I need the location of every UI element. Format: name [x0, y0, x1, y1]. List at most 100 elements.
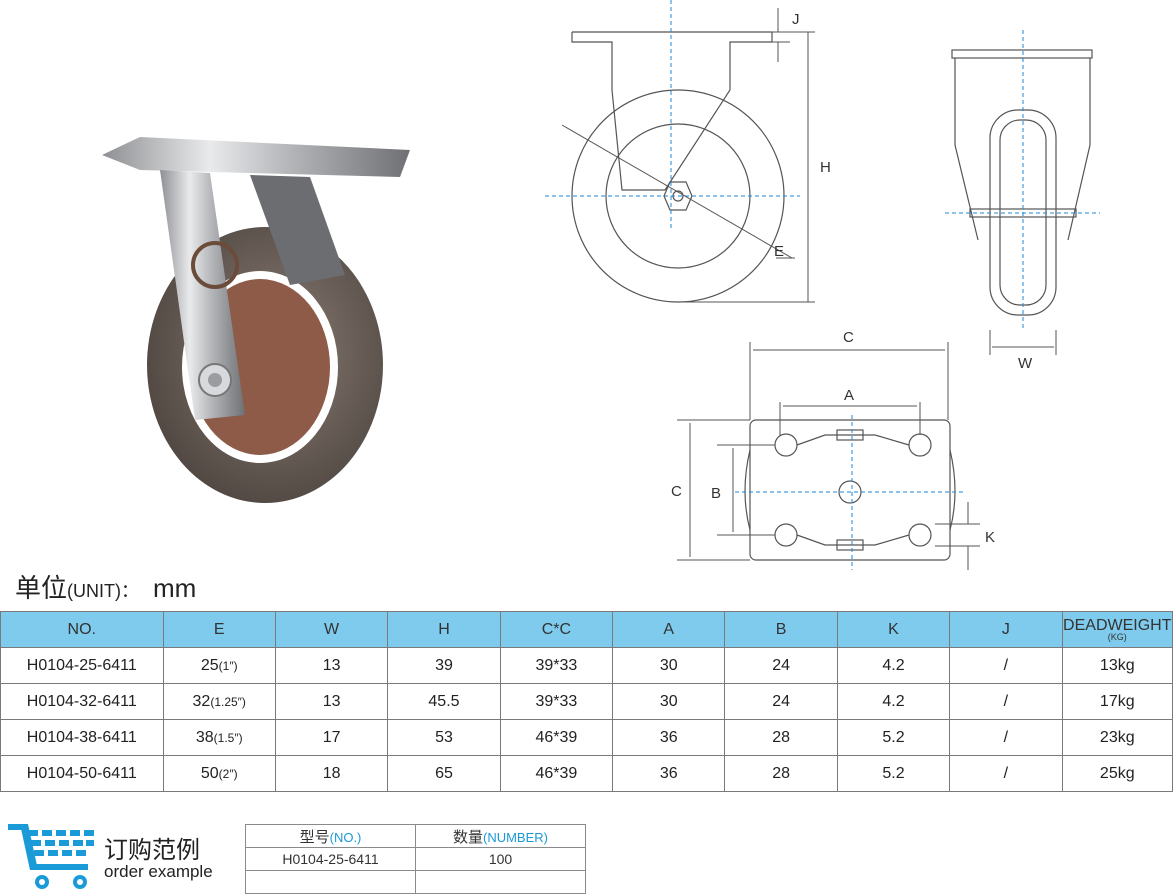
dim-label-h: H — [820, 159, 831, 176]
order-header-no: 型号(NO.) — [245, 824, 416, 848]
cell-e-inch: (1″) — [218, 658, 238, 673]
table-row: H0104-25-6411 100 — [245, 847, 586, 871]
cell-deadweight: 13kg — [1061, 647, 1174, 684]
dim-label-a: A — [844, 387, 854, 404]
cell-b: 24 — [724, 647, 838, 684]
cell-e-mm: 38 — [195, 728, 214, 746]
cell-j: / — [949, 683, 1063, 720]
cell-j: / — [949, 719, 1063, 756]
cell-h: 53 — [387, 719, 501, 756]
side-view-drawing: W — [945, 30, 1100, 372]
spec-table: NO. E W H C*C A B K J DEADWEIGHT(KG) H01… — [0, 611, 1174, 792]
header-no: NO. — [0, 611, 164, 648]
cell-k: 4.2 — [836, 683, 951, 720]
dim-label-c-top: C — [843, 329, 854, 346]
cell-b: 24 — [724, 683, 838, 720]
cell-e: 32(1.25″) — [162, 683, 276, 720]
order-cell-no: H0104-25-6411 — [245, 847, 416, 871]
cell-j: / — [949, 647, 1063, 684]
header-e: E — [162, 611, 276, 648]
unit-label-en: (UNIT)： — [67, 581, 139, 601]
header-a: A — [612, 611, 726, 648]
table-row: H0104-25-6411 25(1″) 13 39 39*33 30 24 4… — [0, 647, 1174, 684]
front-view-drawing: J H E — [545, 0, 831, 303]
order-cell-empty — [415, 870, 586, 894]
order-header-no-en: (NO.) — [329, 829, 362, 845]
header-h: H — [387, 611, 501, 648]
dim-label-w: W — [1018, 355, 1033, 372]
cell-deadweight: 17kg — [1061, 683, 1174, 720]
order-header-number: 数量(NUMBER) — [415, 824, 586, 848]
cell-e-mm: 50 — [200, 764, 219, 782]
table-row: H0104-38-6411 38(1.5″) 17 53 46*39 36 28… — [0, 719, 1174, 756]
cell-h: 45.5 — [387, 683, 501, 720]
cell-h: 39 — [387, 647, 501, 684]
dim-label-c-left: C — [671, 483, 682, 500]
cell-k: 4.2 — [836, 647, 951, 684]
cell-b: 28 — [724, 755, 838, 792]
table-row: H0104-32-6411 32(1.25″) 13 45.5 39*33 30… — [0, 683, 1174, 720]
order-example-table: 型号(NO.) 数量(NUMBER) H0104-25-6411 100 — [245, 824, 586, 894]
cell-e-mm: 32 — [192, 692, 211, 710]
header-w: W — [274, 611, 389, 648]
header-deadweight: DEADWEIGHT(KG) — [1061, 611, 1174, 648]
dim-label-k: K — [985, 529, 995, 546]
cell-w: 18 — [274, 755, 389, 792]
spec-table-header-row: NO. E W H C*C A B K J DEADWEIGHT(KG) — [0, 611, 1174, 648]
unit-label: 单位(UNIT)： mm — [15, 568, 196, 605]
cell-k: 5.2 — [836, 755, 951, 792]
order-header-number-cn: 数量 — [452, 828, 483, 846]
header-b: B — [724, 611, 838, 648]
cell-cc: 39*33 — [499, 647, 614, 684]
cell-w: 13 — [274, 683, 389, 720]
cell-h: 65 — [387, 755, 501, 792]
dim-label-e: E — [774, 243, 784, 260]
cell-cc: 39*33 — [499, 683, 614, 720]
dim-label-j: J — [792, 11, 800, 28]
order-example-subtitle: order example — [104, 862, 213, 881]
cell-no: H0104-32-6411 — [0, 683, 164, 720]
shopping-cart-icon — [8, 824, 94, 889]
order-table-header-row: 型号(NO.) 数量(NUMBER) — [245, 824, 586, 848]
cell-deadweight: 23kg — [1061, 719, 1174, 756]
cell-no: H0104-50-6411 — [0, 755, 164, 792]
caster-product-photo — [102, 137, 410, 503]
cell-b: 28 — [724, 719, 838, 756]
cell-e: 38(1.5″) — [162, 719, 276, 756]
table-row: H0104-50-6411 50(2″) 18 65 46*39 36 28 5… — [0, 755, 1174, 792]
cell-no: H0104-25-6411 — [0, 647, 164, 684]
cell-e-inch: (1.25″) — [210, 694, 246, 709]
cell-a: 36 — [612, 755, 726, 792]
order-cell-qty: 100 — [415, 847, 586, 871]
order-cell-empty — [245, 870, 416, 894]
dim-label-b: B — [711, 485, 721, 502]
cell-e-mm: 25 — [200, 656, 219, 674]
cell-a: 30 — [612, 647, 726, 684]
cell-w: 17 — [274, 719, 389, 756]
header-deadweight-unit: (KG) — [1107, 631, 1127, 642]
cell-cc: 46*39 — [499, 755, 614, 792]
cell-k: 5.2 — [836, 719, 951, 756]
header-deadweight-label: DEADWEIGHT — [1063, 616, 1172, 634]
header-j: J — [949, 611, 1063, 648]
cell-w: 13 — [274, 647, 389, 684]
order-example-title: 订购范例 — [104, 837, 200, 864]
cell-e: 25(1″) — [162, 647, 276, 684]
order-header-no-cn: 型号 — [299, 828, 330, 846]
cell-a: 36 — [612, 719, 726, 756]
cell-deadweight: 25kg — [1061, 755, 1174, 792]
order-header-number-en: (NUMBER) — [483, 829, 548, 845]
cell-cc: 46*39 — [499, 719, 614, 756]
table-row-empty — [245, 870, 586, 894]
cell-e-inch: (2″) — [218, 766, 238, 781]
top-plate-drawing: C A C B K — [671, 329, 995, 570]
cell-no: H0104-38-6411 — [0, 719, 164, 756]
unit-label-cn: 单位 — [15, 573, 68, 603]
header-k: K — [836, 611, 951, 648]
cell-a: 30 — [612, 683, 726, 720]
cell-e-inch: (1.5″) — [213, 730, 243, 745]
cell-j: / — [949, 755, 1063, 792]
cell-e: 50(2″) — [162, 755, 276, 792]
header-cc: C*C — [499, 611, 614, 648]
unit-value: mm — [153, 573, 197, 603]
